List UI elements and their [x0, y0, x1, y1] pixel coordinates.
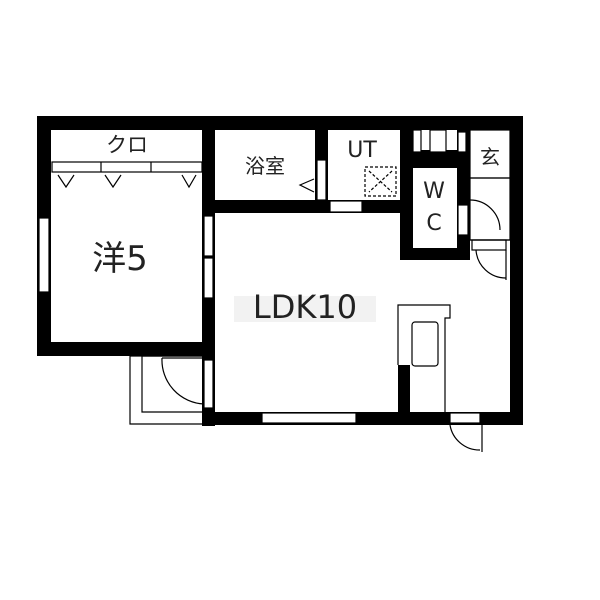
windows-and-openings — [38, 129, 481, 424]
closet-rail — [51, 161, 315, 193]
closet-label: クロ — [106, 133, 148, 157]
utility-label: UT — [347, 138, 377, 163]
washer-space — [364, 166, 397, 197]
kitchen-counter — [397, 304, 483, 452]
toilet-label-w: W — [423, 179, 445, 204]
entrance-area — [469, 129, 511, 280]
entrance-label: 玄 — [480, 145, 500, 169]
toilet-label-c: C — [426, 211, 441, 236]
balcony — [129, 355, 205, 425]
bathroom-label: 浴室 — [245, 154, 285, 178]
ldk-label-bg — [234, 296, 376, 322]
ldk-label: LDK10 — [253, 288, 357, 326]
western-room-label: 洋5 — [92, 239, 148, 279]
